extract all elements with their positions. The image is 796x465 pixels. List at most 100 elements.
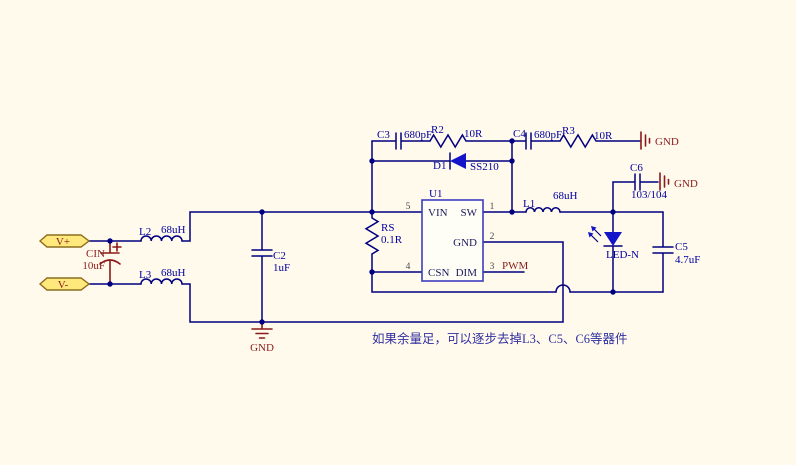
gnd-symbol-earth-bars[interactable] [251,321,273,339]
inductor-l2[interactable]: L2 68uH [139,224,186,242]
wire-ground-rail [181,241,564,323]
junction-dot [107,238,113,244]
resistor-r2-symbol[interactable] [429,133,513,149]
ic-u1-pin-sw-name: SW [461,207,478,219]
capacitor-c5-symbol[interactable] [652,211,674,293]
capacitor-c5-value: 4.7uF [675,254,700,266]
led-n-arrowhead-2 [588,232,594,238]
resistor-r2[interactable]: R2 10R [429,124,513,149]
inductor-l3-value: 68uH [161,267,186,279]
gnd-symbol-mid-label: GND [674,178,698,190]
resistor-r3[interactable]: R3 10R [559,125,641,149]
diode-d1-ref: D1 [433,160,446,172]
port-vminus-label: V- [58,279,69,291]
port-vplus-label: V+ [56,236,70,248]
ic-u1-body[interactable] [421,199,484,282]
capacitor-c4[interactable]: C4 680pF [511,128,562,150]
port-vminus[interactable]: V- [38,277,91,291]
led-n-symbol[interactable] [604,232,622,246]
capacitor-c3[interactable]: C3 680pF [371,129,432,150]
capacitor-c3-symbol[interactable] [371,132,431,150]
capacitor-c3-ref: C3 [377,129,390,141]
ic-u1-pin-vin-number: 5 [406,202,411,212]
junction-dots [107,138,616,325]
net-label-pwm[interactable]: PWM [502,260,529,272]
resistor-rs[interactable]: RS 0.1R [364,211,403,255]
capacitor-c4-symbol[interactable] [511,132,561,150]
capacitor-c6[interactable]: C6 103/104 [612,162,668,213]
resistor-r2-ref: R2 [431,124,444,136]
junction-dot [259,319,265,325]
wire-sense-return-left [371,253,557,293]
capacitor-c2-value: 1uF [273,262,290,274]
inductor-l1[interactable]: L1 68uH [523,190,578,213]
ic-u1-pin-gnd-number: 2 [490,232,495,242]
diode-d1-value: SS210 [470,161,499,173]
junction-dot [369,209,375,215]
inductor-l2-ref: L2 [139,226,151,238]
led-n-arrowhead-1 [591,226,597,232]
port-vplus[interactable]: V+ [38,234,91,248]
ic-u1-pin-dim-number: 3 [490,262,495,272]
junction-dot [369,269,375,275]
inductor-l1-value: 68uH [553,190,578,202]
capacitor-cin[interactable]: CIN 10uF [82,240,122,285]
gnd-symbol-earth-label: GND [250,342,274,354]
capacitor-c2[interactable]: C2 1uF [251,211,290,323]
diode-d1-symbol[interactable] [450,153,466,169]
led-n-arrow-shafts [590,228,602,243]
inductor-l2-symbol[interactable] [140,235,183,242]
gnd-symbol-top-bars[interactable] [640,131,651,150]
capacitor-cin-symbol[interactable] [99,240,122,285]
ic-u1[interactable]: U1 VIN SW GND CSN DIM 5 1 2 4 3 [406,188,495,282]
ic-u1-pin-gnd-name: GND [453,237,477,249]
ic-u1-pin-sw-number: 1 [490,202,495,212]
inductor-l1-symbol[interactable] [525,207,561,213]
capacitor-cin-value: 10uF [82,260,105,272]
junction-dot [509,158,515,164]
junction-dot [107,281,113,287]
gnd-symbol-earth[interactable]: GND [250,321,274,354]
inductor-l3-ref: L3 [139,269,152,281]
wire-vin-rail [181,211,423,242]
wires [88,140,664,323]
resistor-rs-symbol[interactable] [364,211,380,255]
ic-u1-designator: U1 [429,188,442,200]
capacitor-c6-value: 103/104 [631,189,668,201]
capacitor-c3-value: 680pF [404,129,432,141]
capacitor-c4-value: 680pF [534,129,562,141]
gnd-symbol-mid-bars[interactable] [659,172,670,191]
schematic-note: 如果余量足，可以逐步去掉L3、C5、C6等器件 [372,331,628,346]
capacitor-c2-symbol[interactable] [251,211,273,323]
resistor-r3-value: 10R [594,130,613,142]
capacitor-c2-ref: C2 [273,250,286,262]
resistor-r2-value: 10R [464,128,483,140]
gnd-symbol-mid[interactable]: GND [659,172,698,191]
led-n[interactable]: LED-N [588,211,639,293]
inductor-l3-symbol[interactable] [140,278,183,285]
capacitor-c5-ref: C5 [675,241,688,253]
inductor-l3[interactable]: L3 68uH [139,267,186,285]
inductor-l2-value: 68uH [161,224,186,236]
capacitor-cin-ref: CIN [86,248,105,260]
wire-hop-over [555,284,571,293]
junction-dot [509,138,515,144]
port-vplus-shape[interactable] [38,234,91,248]
capacitor-c6-symbol[interactable] [612,173,659,213]
ic-u1-pin-csn-name: CSN [428,267,449,279]
junction-dot [610,209,616,215]
capacitor-c5[interactable]: C5 4.7uF [652,211,700,293]
inductor-l1-ref: L1 [523,198,535,210]
resistor-r3-symbol[interactable] [559,133,641,149]
port-vminus-shape[interactable] [38,277,91,291]
ic-u1-pin-dim-name: DIM [456,267,478,279]
diode-d1[interactable]: D1 SS210 [371,152,513,173]
gnd-symbol-top[interactable]: GND [640,131,679,150]
junction-dot [610,289,616,295]
resistor-rs-ref: RS [381,222,394,234]
gnd-symbol-top-label: GND [655,136,679,148]
resistor-rs-value: 0.1R [381,234,403,246]
led-n-ref: LED-N [606,249,639,261]
ic-u1-pin-csn-number: 4 [406,262,411,272]
